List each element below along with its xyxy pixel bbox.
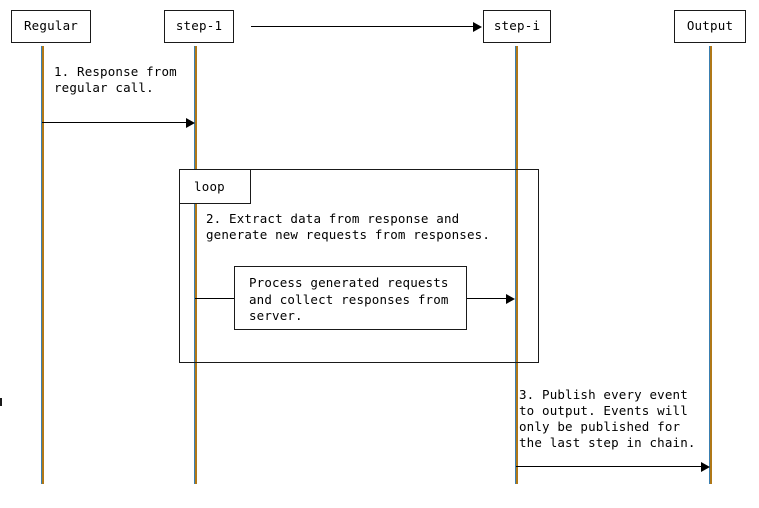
message-1-label: 1. Response from regular call. bbox=[54, 64, 177, 95]
message-chain-line bbox=[251, 26, 474, 27]
loop-fragment bbox=[179, 169, 539, 363]
message-3-arrowhead bbox=[701, 462, 710, 472]
lifeline-step-1 bbox=[194, 46, 197, 484]
message-2-label: 2. Extract data from response and genera… bbox=[206, 211, 490, 242]
participant-step-1[interactable]: step-1 bbox=[164, 10, 234, 43]
lifeline-regular bbox=[41, 46, 44, 484]
lifeline-step-i bbox=[515, 46, 518, 484]
message-3-line bbox=[516, 466, 702, 467]
participant-step-i-label: step-i bbox=[493, 18, 541, 34]
message-3-label: 3. Publish every event to output. Events… bbox=[519, 387, 696, 450]
message-1-line bbox=[42, 122, 187, 123]
message-chain-arrowhead bbox=[473, 22, 482, 32]
message-2-arrowhead bbox=[506, 294, 515, 304]
message-1-arrowhead bbox=[186, 118, 195, 128]
participant-regular[interactable]: Regular bbox=[11, 10, 91, 43]
process-note: Process generated requests and collect r… bbox=[234, 266, 467, 330]
participant-regular-label: Regular bbox=[23, 18, 79, 34]
participant-step-i[interactable]: step-i bbox=[483, 10, 551, 43]
participant-output[interactable]: Output bbox=[674, 10, 746, 43]
message-2-line-right bbox=[467, 298, 508, 299]
lifeline-output bbox=[709, 46, 712, 484]
participant-step-1-label: step-1 bbox=[175, 18, 223, 34]
loop-fragment-operator-tab: loop bbox=[179, 169, 251, 204]
message-2-line-left bbox=[195, 298, 235, 299]
left-edge-artifact bbox=[0, 398, 2, 406]
loop-fragment-operator-label: loop bbox=[194, 179, 225, 194]
participant-output-label: Output bbox=[686, 18, 734, 34]
